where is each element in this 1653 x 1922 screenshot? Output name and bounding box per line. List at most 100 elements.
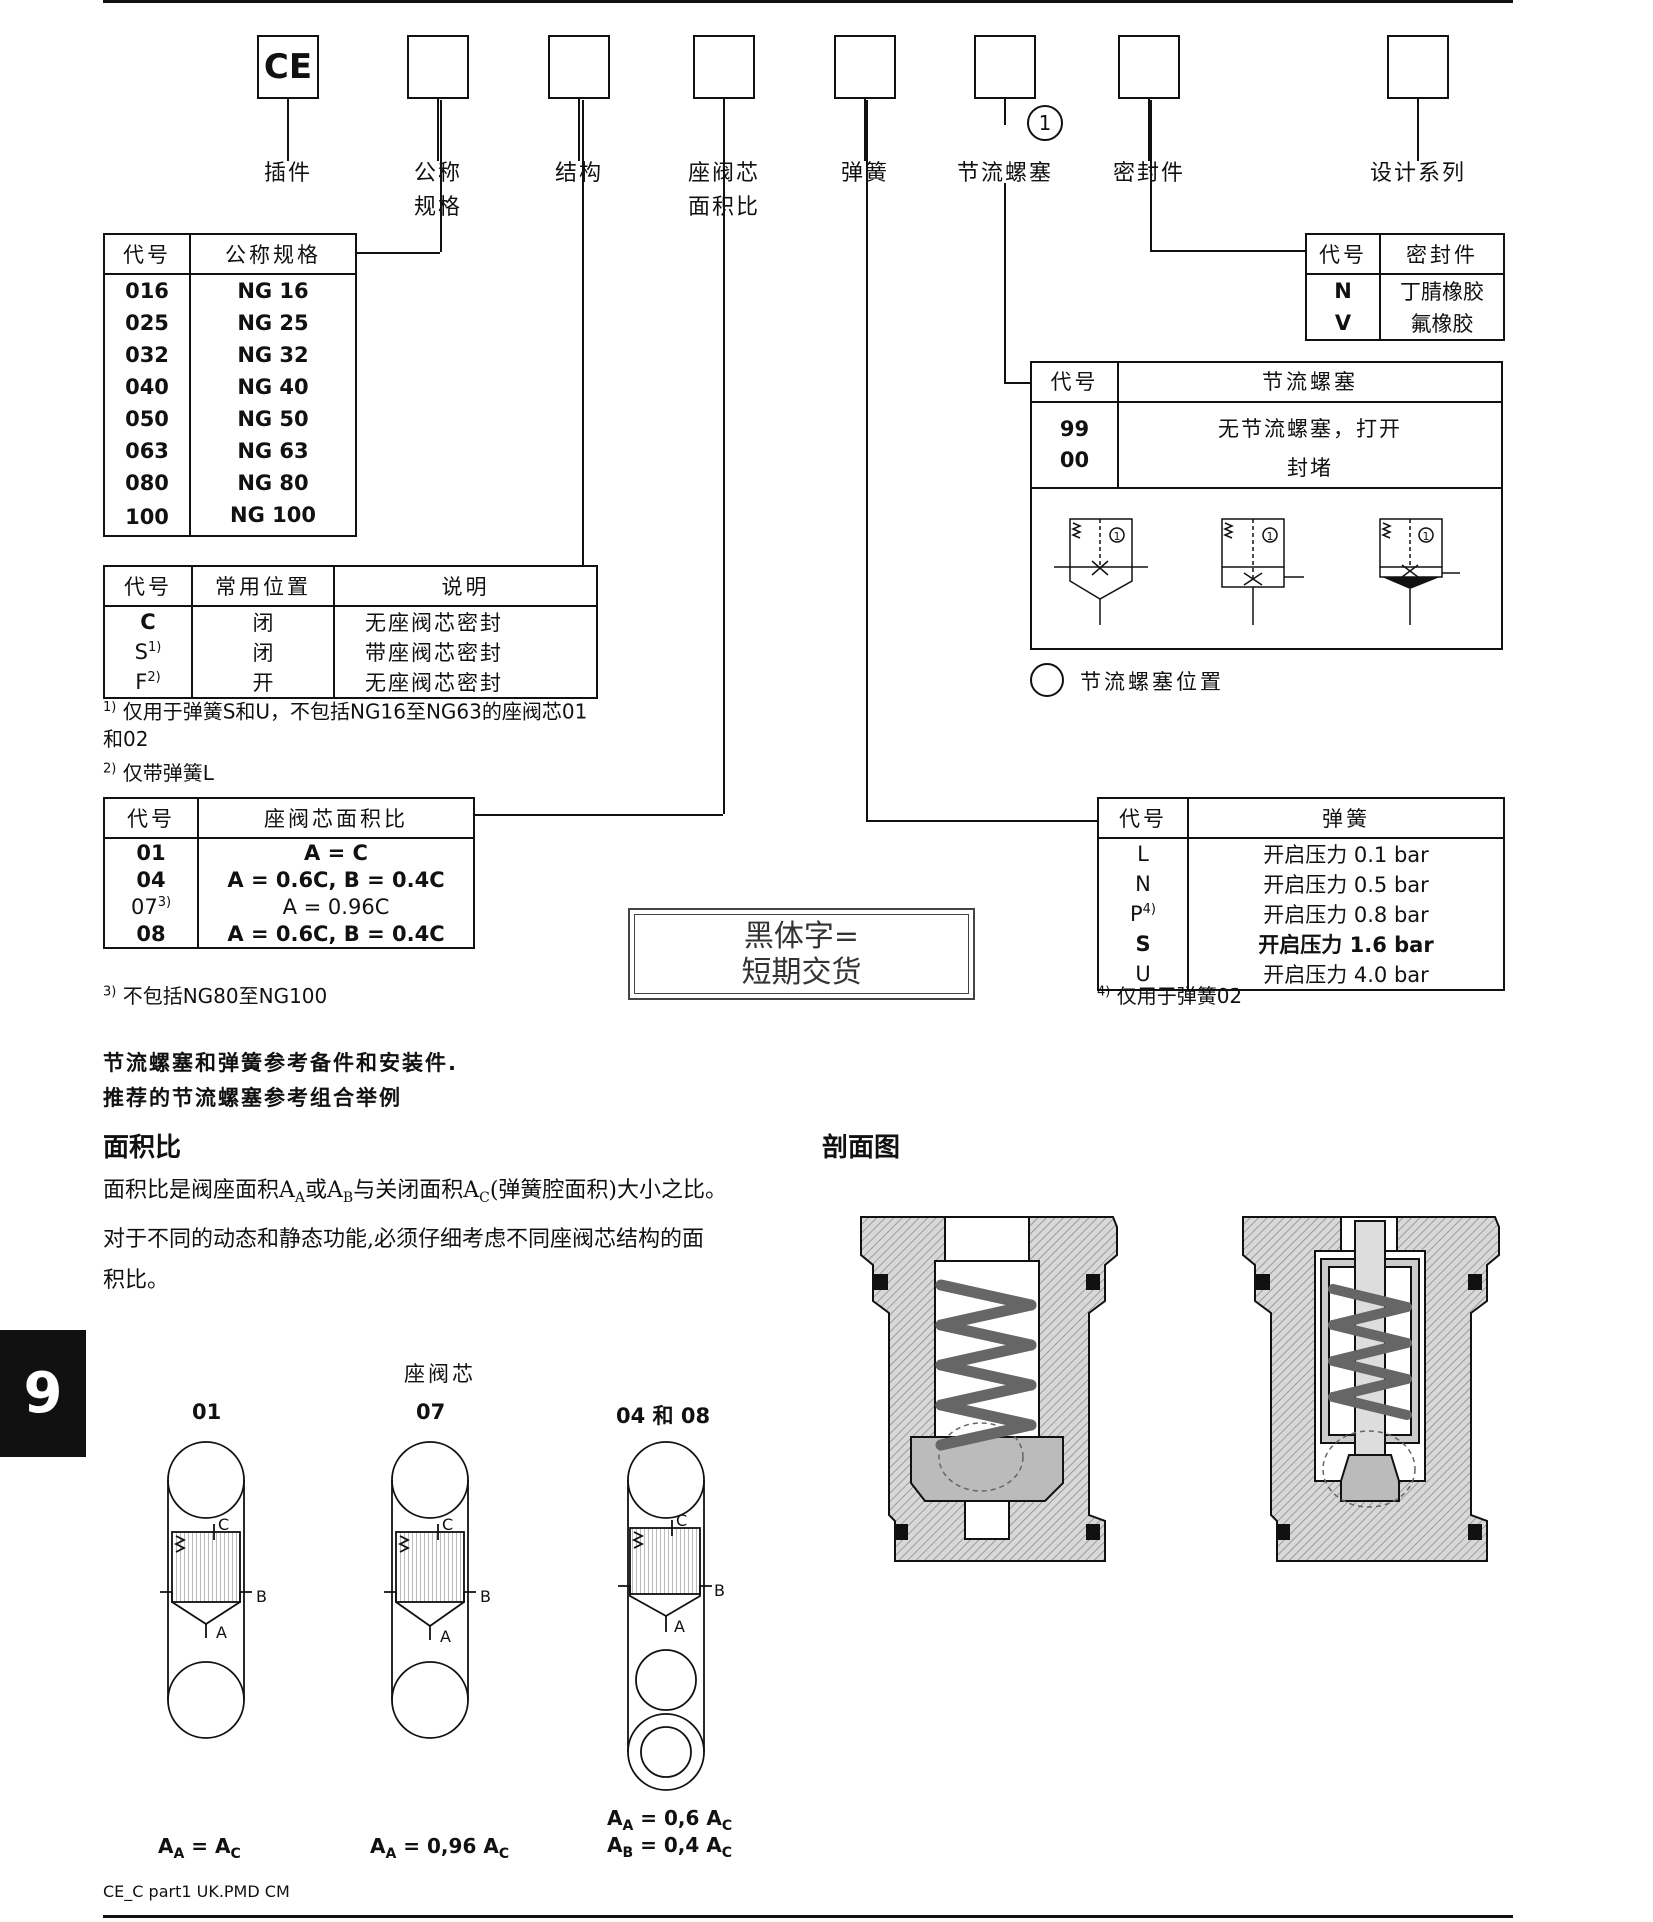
code-label-7: 密封件 [1112, 161, 1185, 186]
throttle-position-circle [1030, 663, 1064, 697]
spring-row: P4)开启压力 0.8 bar [1097, 899, 1505, 929]
section-view-heading: 剖面图 [822, 1133, 901, 1163]
code-box-5 [834, 35, 896, 99]
code-box-1: CE [257, 35, 319, 99]
code-box-8 [1387, 35, 1449, 99]
chapter-tab: 9 [0, 1330, 86, 1457]
poppet-type-07: 07 [416, 1400, 446, 1424]
formula-04-08-b: AB = 0,4 AC [607, 1833, 732, 1861]
port-label-b: B [480, 1587, 491, 1606]
throttle-symbol-mark: 1 [1114, 530, 1121, 543]
code-label-8: 设计系列 [1369, 161, 1466, 186]
top-rule [103, 0, 1513, 3]
throttle-desc-00: 封堵 [1287, 456, 1333, 480]
structure-header-code: 代号 [103, 565, 193, 607]
throttle-symbols: 1 1 1 [1054, 518, 1460, 625]
spring-note-4: 4) 仅用于弹簧02 [1097, 984, 1243, 1008]
code-label-3: 结构 [554, 161, 603, 186]
code-box-7 [1118, 35, 1180, 99]
structure-row: F2)开无座阀芯密封 [103, 667, 598, 698]
throttle-desc-99: 无节流螺塞，打开 [1218, 417, 1402, 441]
seal-header-name: 密封件 [1379, 233, 1505, 275]
throttle-code-99: 99 [1059, 417, 1090, 441]
code-label-6: 节流螺塞 [956, 161, 1053, 186]
cross-section-left [860, 1216, 1118, 1562]
structure-header-pos: 常用位置 [191, 565, 335, 607]
area-header-name: 座阀芯面积比 [197, 797, 475, 839]
cross-section-right [1242, 1216, 1500, 1562]
code-label-5: 弹簧 [840, 161, 889, 186]
port-label-a: A [674, 1617, 685, 1636]
reference-line-2: 推荐的节流螺塞参考组合举例 [103, 1086, 402, 1110]
bold-type-note: 黑体字=短期交货 [628, 908, 975, 1000]
throttle-table: 代号 节流螺塞 99 00 无节流螺塞，打开 封堵 [1030, 361, 1503, 650]
port-label-a: A [216, 1623, 227, 1642]
formula-07: AA = 0,96 AC [370, 1834, 510, 1862]
throttle-code-00: 00 [1059, 448, 1090, 472]
throttle-header-code: 代号 [1032, 363, 1119, 403]
structure-note-2: 2) 仅带弹簧L [103, 761, 214, 785]
code-box-3 [548, 35, 610, 99]
poppet-type-01: 01 [192, 1400, 222, 1424]
port-label-c: C [218, 1515, 229, 1534]
size-header-name: 公称规格 [189, 233, 357, 275]
formula-01: AA = AC [158, 1834, 241, 1862]
poppet-title: 座阀芯 [404, 1362, 476, 1386]
code-label-4: 座阀芯 面积比 [623, 157, 825, 225]
area-ratio-heading: 面积比 [103, 1133, 182, 1163]
spring-header-code: 代号 [1097, 797, 1189, 839]
size-header-code: 代号 [103, 233, 191, 275]
reference-line-1: 节流螺塞和弹簧参考备件和安装件. [103, 1051, 458, 1075]
poppet-diagrams: C B A C B A C B A [160, 1441, 725, 1791]
throttle-circle-marker: 1 [1027, 105, 1063, 141]
port-label-b: B [256, 1587, 267, 1606]
throttle-position-label: 节流螺塞位置 [1080, 670, 1224, 694]
throttle-symbol-mark: 1 [1423, 530, 1430, 543]
port-label-b: B [714, 1581, 725, 1600]
seal-header-code: 代号 [1305, 233, 1381, 275]
code-box-4 [693, 35, 755, 99]
spring-header-name: 弹簧 [1187, 797, 1505, 839]
code-box-6 [974, 35, 1036, 99]
throttle-header-name: 节流螺塞 [1119, 363, 1501, 403]
area-row: 073)A = 0.96C [103, 893, 475, 920]
port-label-a: A [440, 1627, 451, 1646]
bottom-rule [103, 1915, 1513, 1918]
area-header-code: 代号 [103, 797, 199, 839]
structure-row: S1)闭带座阀芯密封 [103, 637, 598, 667]
footer-filename: CE_C part1 UK.PMD CM [103, 1882, 290, 1901]
structure-header-desc: 说明 [333, 565, 598, 607]
area-ratio-paragraph: 面积比是阀座面积AA或AB与关闭面积AC(弹簧腔面积)大小之比。 对于不同的动态… [103, 1178, 727, 1293]
cross-section-drawings [860, 1216, 1500, 1562]
port-label-c: C [442, 1515, 453, 1534]
formula-04-08-a: AA = 0,6 AC [607, 1806, 733, 1834]
code-label-1: 插件 [263, 161, 312, 186]
code-label-2: 公称 规格 [413, 161, 462, 220]
port-label-c: C [676, 1511, 687, 1530]
throttle-symbol-mark: 1 [1267, 530, 1274, 543]
code-box-2 [407, 35, 469, 99]
structure-note-1: 1) 仅用于弹簧S和U，不包括NG16至NG63的座阀芯01和02 [103, 699, 588, 751]
area-note-3: 3) 不包括NG80至NG100 [103, 984, 328, 1008]
